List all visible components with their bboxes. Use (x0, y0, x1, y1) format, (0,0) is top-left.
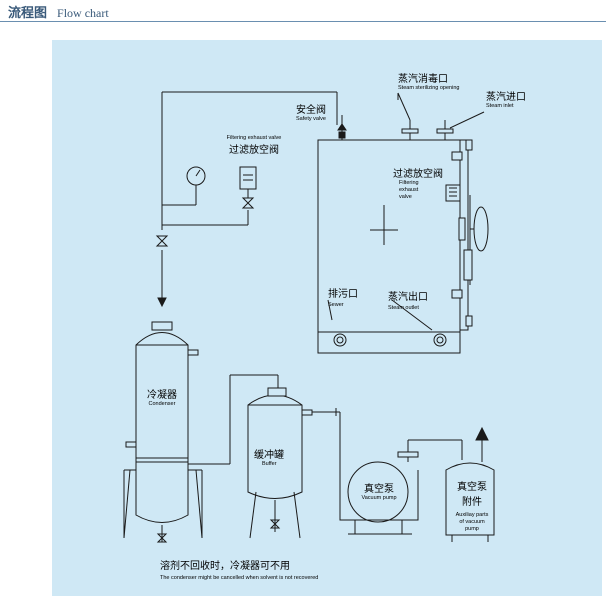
pump-aux-pipe (397, 439, 463, 460)
condenser-buffer-pipe (188, 374, 279, 465)
label-condenser: 冷凝器 Condenser (142, 386, 182, 407)
label-safety-valve-zh: 安全阀 (296, 105, 326, 116)
header: 流程图 Flow chart (8, 2, 109, 21)
label-safety-valve-en: Safety valve (296, 116, 326, 122)
label-steam-outlet-en: Steam outlet (388, 305, 419, 311)
vacuum-pump (339, 440, 419, 535)
label-filter-exhaust-right-en2: exhaust (399, 187, 419, 193)
header-title-zh: 流程图 (8, 6, 48, 21)
label-vacuum-aux-zh1: 真空泵 (457, 482, 487, 493)
label-vacuum-pump-aux: 真空泵 附件 Auxiliay parts of vacuum pump (450, 478, 494, 533)
sterilizer-chamber (317, 139, 489, 354)
label-vacuum-aux-en3: pump (465, 526, 479, 532)
label-condenser-en: Condenser (148, 401, 176, 407)
buffer-pump-pipe (312, 408, 341, 470)
label-sewer: 排污口 Sewer (328, 285, 358, 308)
label-sewer-en: Sewer (328, 302, 344, 308)
label-steam-inlet: 蒸汽进口 Steam inlet (486, 88, 526, 109)
label-steam-inlet-zh: 蒸汽进口 (486, 92, 526, 103)
label-buffer-zh: 缓冲罐 (254, 450, 284, 461)
label-vacuum-aux-zh2: 附件 (462, 497, 482, 508)
vacuum-pump-aux (445, 426, 495, 542)
pressure-gauge-icon (186, 166, 206, 186)
steam-sterilizing-nozzle (401, 120, 419, 140)
label-steam-outlet: 蒸汽出口 Steam outlet (388, 288, 428, 311)
footnote: 溶剂不回收时，冷凝器可不用 The condenser might be can… (160, 557, 318, 581)
footnote-en: The condenser might be cancelled when so… (160, 575, 319, 581)
label-vacuum-pump-zh: 真空泵 (364, 484, 394, 495)
label-sewer-zh: 排污口 (328, 289, 358, 300)
label-safety-valve: 安全阀 Safety valve (296, 101, 326, 122)
label-filter-exhaust-right-en1: Filtering (399, 180, 419, 186)
label-buffer-en: Buffer (262, 461, 277, 467)
label-filter-exhaust-left: Filtering exhaust valve 过滤放空阀 (218, 135, 290, 156)
label-steam-sterilizing-opening: 蒸汽消毒口 Steam sterilizing opening (398, 70, 459, 91)
label-filter-exhaust-right: 过滤放空阀 Filtering exhaust valve (393, 165, 443, 201)
label-vacuum-pump: 真空泵 Vacuum pump (356, 480, 402, 501)
label-steam-sterilizing-en: Steam sterilizing opening (398, 85, 460, 91)
label-filter-exhaust-right-zh: 过滤放空阀 (393, 169, 443, 180)
footnote-zh: 溶剂不回收时，冷凝器可不用 (160, 561, 290, 572)
label-steam-sterilizing-zh: 蒸汽消毒口 (398, 74, 448, 85)
steam-inlet-nozzle (436, 120, 454, 140)
sewer-port (333, 333, 347, 347)
label-steam-inlet-en: Steam inlet (486, 103, 514, 109)
label-filter-exhaust-left-en: Filtering exhaust valve (226, 135, 282, 141)
filter-exhaust-valve-left (239, 166, 257, 209)
label-buffer: 缓冲罐 Buffer (254, 446, 284, 467)
label-vacuum-aux-en1: Auxiliay parts (455, 512, 489, 518)
buffer-tank (247, 387, 313, 539)
header-divider (0, 21, 606, 22)
safety-valve (337, 123, 347, 140)
steam-outlet-port (433, 333, 447, 347)
label-filter-exhaust-right-en3: valve (399, 194, 412, 200)
condenser-vessel (123, 321, 203, 543)
label-condenser-zh: 冷凝器 (147, 390, 177, 401)
line-valve (155, 235, 169, 247)
label-filter-exhaust-left-zh: 过滤放空阀 (229, 145, 279, 156)
label-vacuum-aux-en2: of vacuum (459, 519, 485, 525)
label-steam-outlet-zh: 蒸汽出口 (388, 292, 428, 303)
internal-filter (370, 205, 398, 245)
vacuum-pipe (157, 91, 338, 308)
header-title-en: Flow chart (57, 6, 109, 20)
label-vacuum-pump-en: Vacuum pump (361, 495, 397, 501)
